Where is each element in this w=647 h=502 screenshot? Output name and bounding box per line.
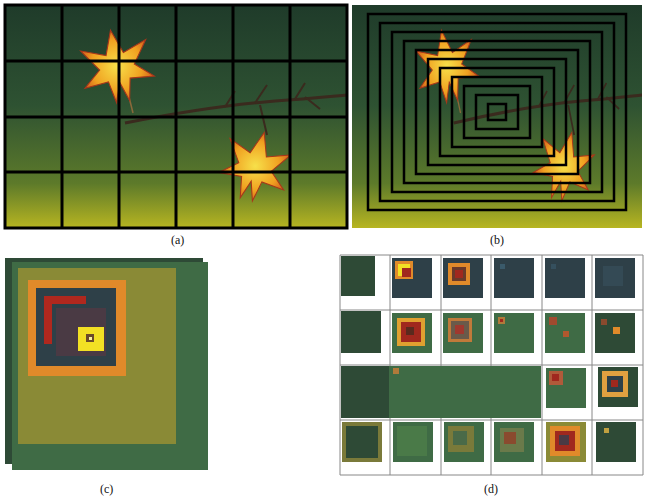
panel-caption: (c): [100, 483, 113, 495]
panel-caption: (d): [484, 483, 498, 495]
panel-caption: (b): [490, 234, 504, 246]
panel-caption: (a): [171, 234, 184, 246]
